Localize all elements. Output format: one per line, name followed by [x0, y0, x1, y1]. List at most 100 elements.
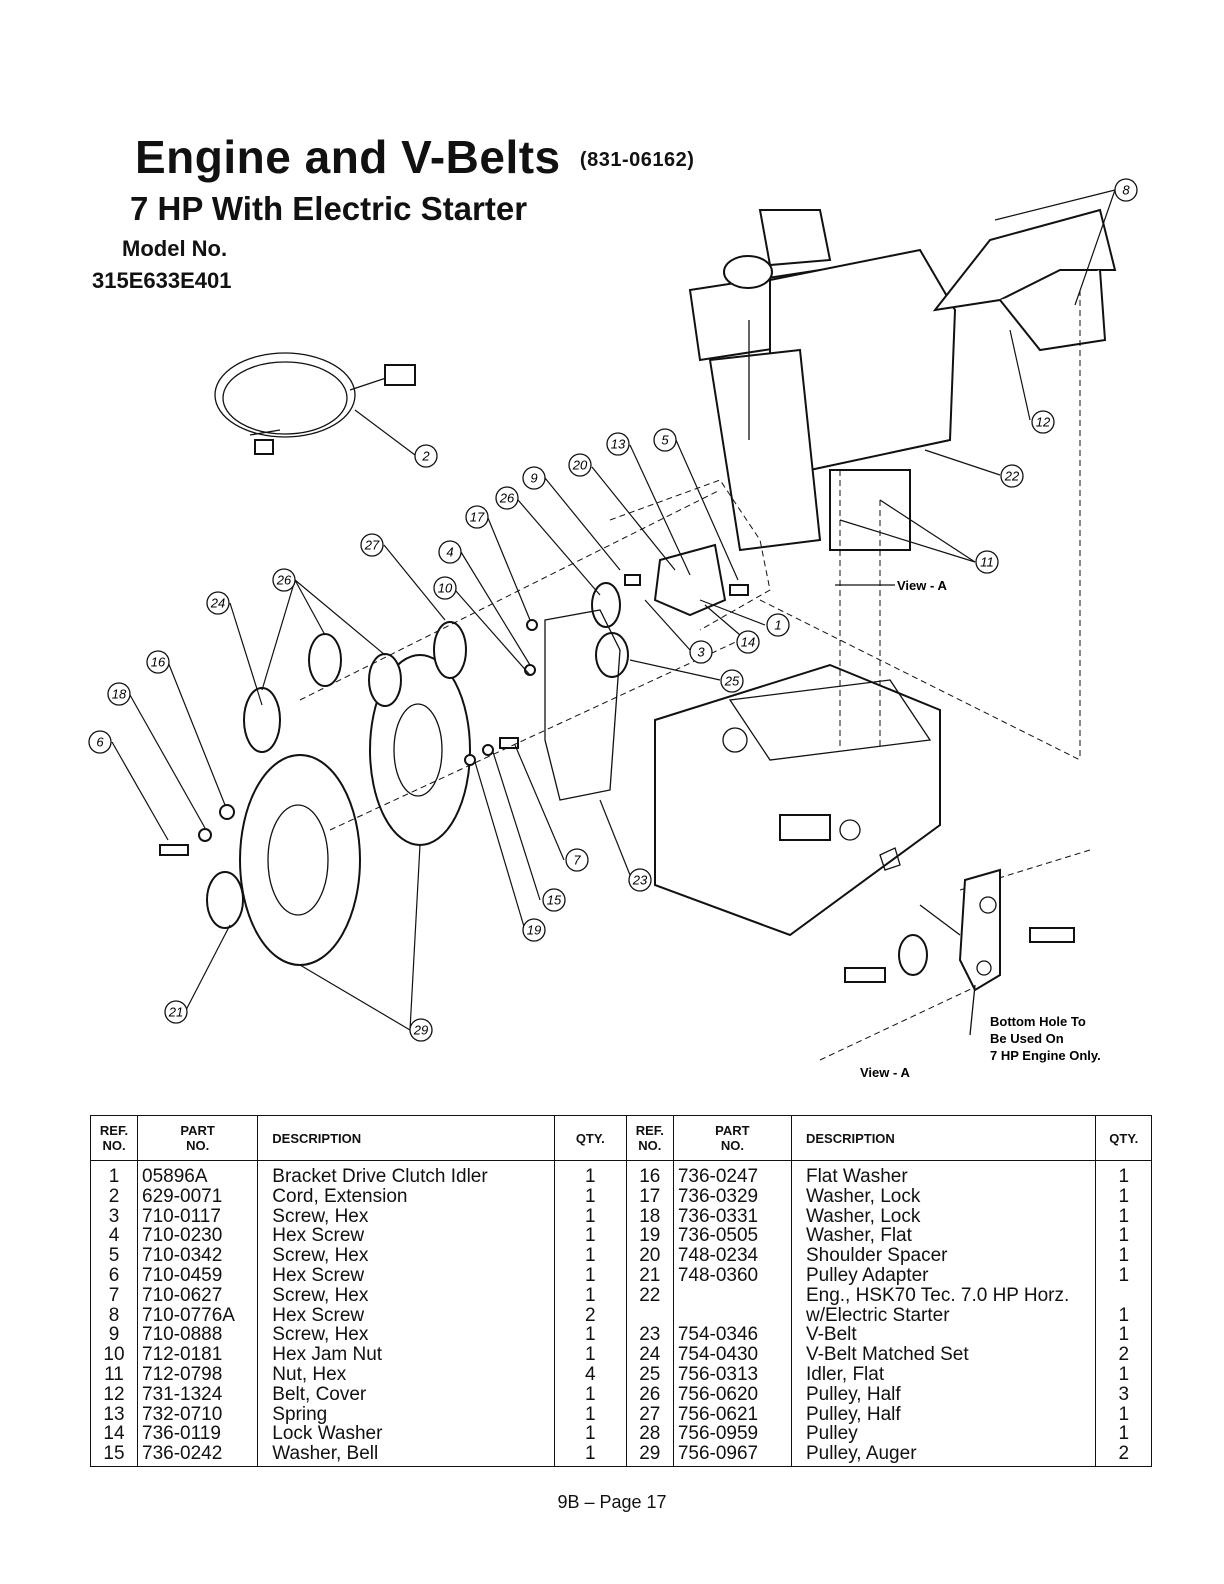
left-ref-cell: 11 — [104, 1363, 124, 1385]
right-ref-cell: 16 — [639, 1166, 661, 1187]
left-part-cell: 05896A — [142, 1166, 208, 1187]
callout-12: 12 — [1031, 410, 1055, 434]
left-qty-cell: 1 — [584, 1423, 596, 1445]
right-description-cell: Idler, Flat — [805, 1363, 885, 1385]
callout-13: 13 — [606, 432, 630, 456]
svg-text:18: 18 — [112, 687, 127, 702]
left-part-cell: 710-0627 — [142, 1284, 223, 1306]
svg-text:2: 2 — [421, 449, 430, 464]
right-part-cell: 736-0329 — [677, 1185, 759, 1207]
left-description-cell: Spring — [272, 1403, 328, 1425]
left-qty-cell: 1 — [584, 1324, 596, 1346]
svg-text:17: 17 — [470, 510, 485, 525]
right-description-cell: Washer, Lock — [805, 1185, 921, 1207]
left-description-cell: Cord, Extension — [272, 1185, 408, 1207]
callout-11: 11 — [975, 550, 999, 574]
right-part-cell: 756-0967 — [677, 1443, 759, 1465]
left-description-cell: Hex Screw — [272, 1225, 365, 1247]
right-description-cell: Pulley — [805, 1423, 858, 1445]
right-qty-cell: 1 — [1118, 1304, 1130, 1326]
callout-9: 9 — [522, 466, 546, 490]
svg-text:3: 3 — [697, 645, 705, 660]
callout-14: 14 — [736, 630, 760, 654]
left-qty-cell: 1 — [584, 1443, 596, 1465]
left-part-cell: 710-0776A — [142, 1304, 235, 1326]
callout-1: 1 — [766, 613, 790, 637]
left-description-cell: Hex Jam Nut — [272, 1344, 383, 1366]
right-description-cell: V-Belt Matched Set — [805, 1344, 969, 1366]
view-a-label: View - A — [897, 578, 947, 593]
right-ref-cell — [631, 1306, 669, 1326]
svg-text:23: 23 — [632, 873, 648, 888]
right-qty-cell: 1 — [1118, 1264, 1130, 1286]
right-part-cell: 756-0959 — [677, 1423, 759, 1445]
left-qty-cell: 2 — [584, 1304, 596, 1326]
right-ref-cell: 28 — [639, 1423, 661, 1445]
engine-drawing — [688, 209, 957, 552]
callout-26-pulley: 26 — [272, 568, 296, 592]
exploded-parts-diagram: 2 8 12 22 11 13 5 9 20 26 17 27 4 10 1 1… — [88, 178, 1138, 1080]
right-part-cell: 748-0360 — [677, 1264, 759, 1286]
left-description-cell: Hex Screw — [272, 1264, 365, 1286]
left-description-cell: Screw, Hex — [272, 1245, 369, 1267]
left-ref-cell: 14 — [103, 1423, 125, 1445]
hardware-drawing — [159, 574, 749, 856]
svg-text:29: 29 — [413, 1023, 428, 1038]
svg-text:24: 24 — [210, 596, 225, 611]
right-qty-cell: 1 — [1118, 1423, 1130, 1445]
svg-text:15: 15 — [547, 893, 562, 908]
left-qty-cell: 1 — [584, 1166, 596, 1187]
callout-29: 29 — [409, 1018, 433, 1042]
left-description-cell: Screw, Hex — [272, 1205, 369, 1227]
view-a-detail-drawing — [844, 868, 1075, 1036]
callout-16: 16 — [146, 650, 170, 674]
callout-10: 10 — [433, 576, 457, 600]
left-part-cell: 712-0181 — [142, 1344, 223, 1366]
right-ref-cell: 23 — [639, 1324, 661, 1346]
model-number: 315E633E401 — [92, 268, 232, 293]
callout-23: 23 — [628, 868, 652, 892]
left-part-cell: 712-0798 — [142, 1363, 223, 1385]
header-qty-2: QTY. — [1095, 1115, 1152, 1161]
left-qty-cell: 1 — [584, 1344, 596, 1366]
left-ref-cell: 7 — [108, 1284, 120, 1306]
left-qty-cell: 4 — [584, 1363, 596, 1385]
right-description-cell: Pulley, Half — [805, 1383, 901, 1405]
left-ref-cell: 1 — [108, 1166, 120, 1187]
title-text: Engine and V-Belts — [135, 131, 561, 183]
right-part-cell: 736-0505 — [677, 1225, 759, 1247]
callout-25: 25 — [720, 669, 744, 693]
right-ref-cell: 18 — [639, 1205, 661, 1227]
right-qty-cell: 1 — [1118, 1363, 1130, 1385]
callout-21: 21 — [164, 1000, 188, 1024]
note-line-3: 7 HP Engine Only. — [990, 1048, 1101, 1063]
svg-text:21: 21 — [168, 1005, 183, 1020]
left-part-cell: 710-0230 — [142, 1225, 223, 1247]
callout-18: 18 — [107, 682, 131, 706]
right-qty-cell — [1100, 1286, 1147, 1306]
left-ref-cell: 10 — [103, 1344, 125, 1366]
svg-text:4: 4 — [446, 545, 453, 560]
right-qty-cell: 1 — [1118, 1245, 1130, 1267]
right-part-cell: 748-0234 — [677, 1245, 759, 1267]
right-description-cell: Eng., HSK70 Tec. 7.0 HP Horz. — [805, 1284, 1070, 1306]
svg-text:8: 8 — [1122, 183, 1130, 198]
right-description-cell: w/Electric Starter — [805, 1304, 950, 1326]
right-description-cell: Pulley, Half — [805, 1403, 901, 1425]
left-ref-cell: 13 — [103, 1403, 125, 1425]
header-description-2: DESCRIPTION — [790, 1115, 1097, 1161]
left-part-cell: 731-1324 — [142, 1383, 223, 1405]
right-qty-cell: 3 — [1118, 1383, 1130, 1405]
right-part-cell: 754-0430 — [677, 1344, 759, 1366]
left-ref-cell: 5 — [108, 1245, 120, 1267]
svg-text:1: 1 — [774, 618, 781, 633]
right-description-cell: Shoulder Spacer — [805, 1245, 948, 1267]
right-description-cell: Pulley Adapter — [805, 1264, 929, 1286]
idler-bracket-drawing — [653, 543, 727, 617]
